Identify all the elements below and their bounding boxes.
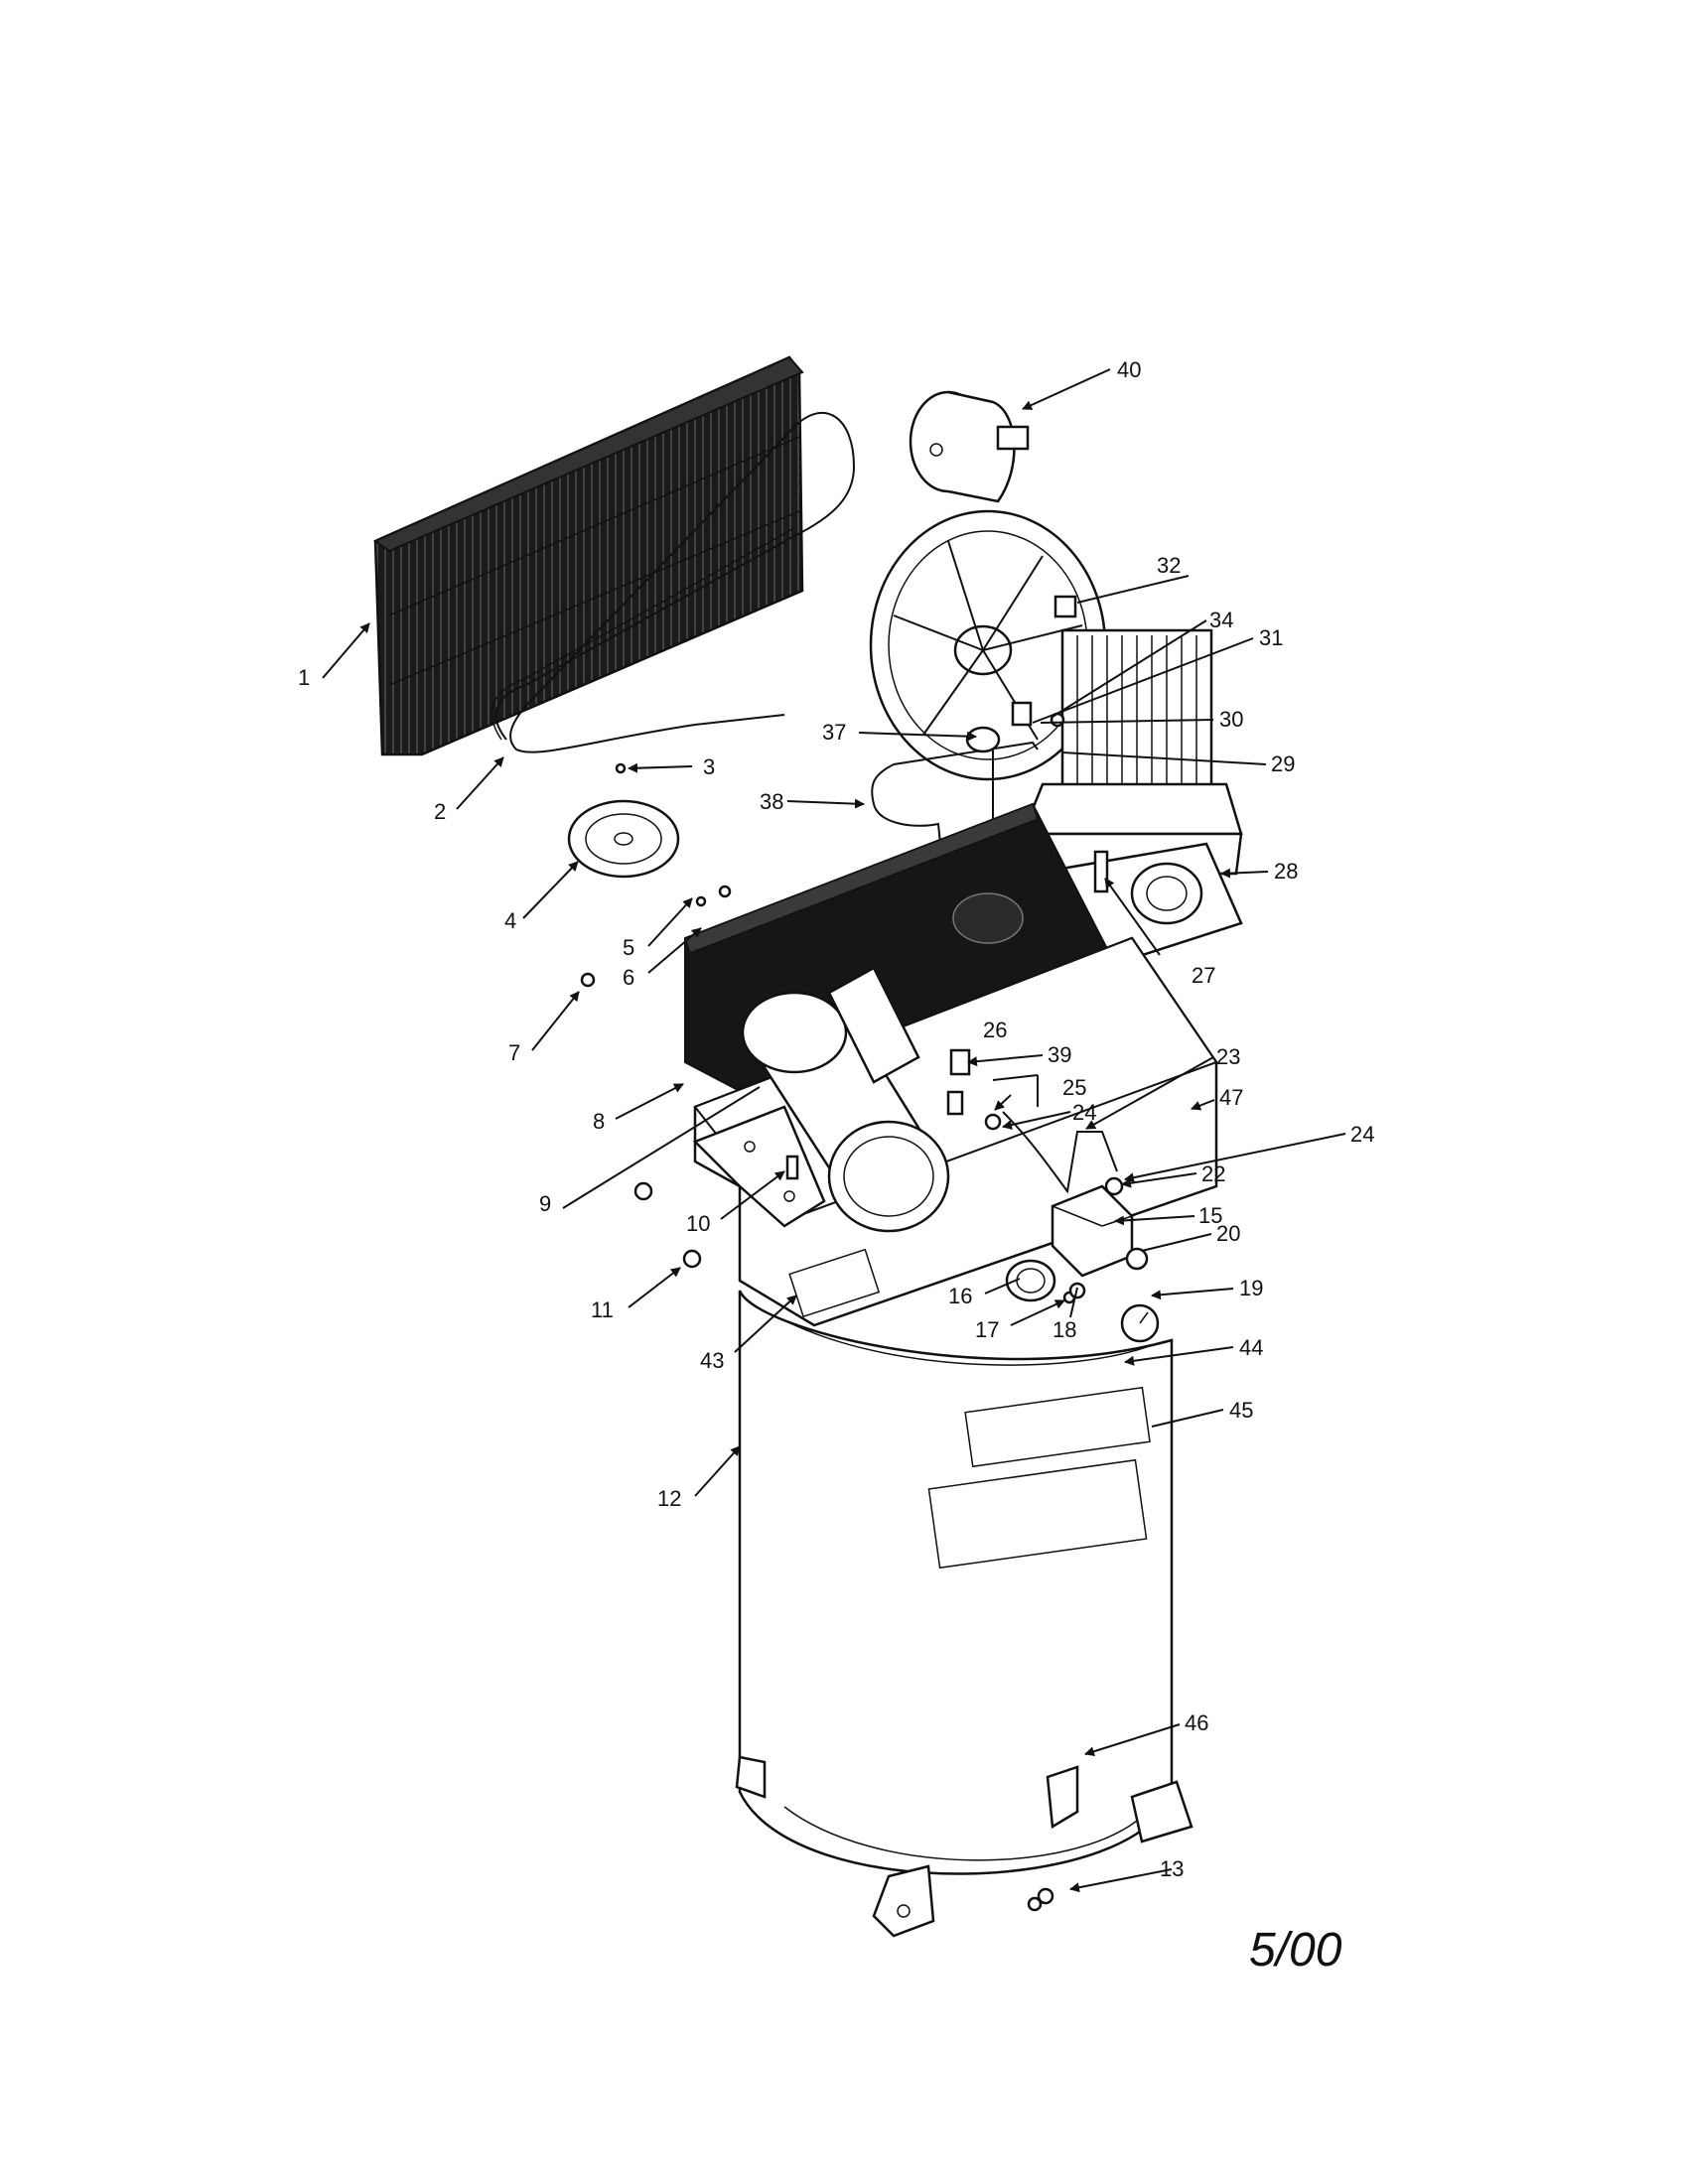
motor-pulley-part <box>567 799 680 879</box>
callout-45: 45 <box>1229 1398 1253 1423</box>
callout-16: 16 <box>948 1284 972 1308</box>
callout-38: 38 <box>760 789 783 814</box>
callout-20: 20 <box>1216 1221 1240 1246</box>
callout-27: 27 <box>1192 963 1215 988</box>
date-stamp: 5/00 <box>1249 1924 1342 1977</box>
callout-24-upper: 24 <box>1072 1100 1096 1125</box>
callout-29: 29 <box>1271 751 1295 776</box>
callout-10: 10 <box>686 1211 710 1236</box>
callout-19: 19 <box>1239 1276 1263 1300</box>
callout-17: 17 <box>975 1317 999 1342</box>
callout-25: 25 <box>1062 1075 1086 1100</box>
safety-valve-part <box>1125 1247 1149 1271</box>
callout-2: 2 <box>434 799 446 824</box>
bolt-10-part <box>785 1155 799 1180</box>
callout-18: 18 <box>1052 1317 1076 1342</box>
callout-40: 40 <box>1117 357 1141 382</box>
fitting-22-part <box>1104 1176 1124 1196</box>
screw-6-part <box>718 885 732 898</box>
callout-3: 3 <box>703 754 715 779</box>
callout-6: 6 <box>623 965 634 990</box>
screw-7-part <box>580 972 596 988</box>
nut-11a-part <box>633 1181 653 1201</box>
callout-26: 26 <box>983 1018 1007 1042</box>
callout-31: 31 <box>1259 625 1283 650</box>
air-filter-part <box>909 390 1030 503</box>
callout-47: 47 <box>1219 1085 1243 1110</box>
callout-9: 9 <box>539 1191 551 1216</box>
callout-7: 7 <box>508 1040 520 1065</box>
callout-12: 12 <box>657 1486 681 1511</box>
motor-bracket-part <box>692 1105 826 1228</box>
callout-30: 30 <box>1219 707 1243 732</box>
callout-15: 15 <box>1198 1203 1222 1228</box>
belt-guard-part <box>372 355 804 756</box>
regulator-part <box>1005 1259 1056 1302</box>
tank-part <box>738 1290 1174 1875</box>
leader-lines <box>322 368 1346 1893</box>
fitting-25-part <box>946 1090 964 1116</box>
fitting-24-part <box>984 1113 1002 1131</box>
tank-foot-front <box>872 1864 935 1938</box>
callout-37: 37 <box>822 720 846 745</box>
callout-labels: 1 2 3 4 5 6 7 8 9 10 11 12 13 15 16 17 1… <box>298 357 1374 1881</box>
screw-5-part <box>695 895 707 907</box>
callout-5: 5 <box>623 935 634 960</box>
pressure-gauge-part <box>1120 1303 1160 1343</box>
callout-39: 39 <box>1048 1042 1071 1067</box>
tubing-part <box>1002 1111 1118 1194</box>
nut-11b-part <box>682 1249 702 1269</box>
callout-1: 1 <box>298 665 310 690</box>
motor-part <box>741 966 950 1233</box>
drain-valve-part <box>1027 1887 1054 1912</box>
callout-43: 43 <box>700 1348 724 1373</box>
fitting-39-part <box>949 1048 971 1076</box>
callout-22: 22 <box>1201 1161 1225 1186</box>
bolt-27-part <box>1093 850 1109 893</box>
callout-11: 11 <box>591 1297 614 1322</box>
callout-46: 46 <box>1185 1710 1208 1735</box>
v-belt-part <box>491 411 856 753</box>
discharge-tube-part <box>871 726 1039 1004</box>
callout-34: 34 <box>1209 608 1233 632</box>
callout-4: 4 <box>504 908 516 933</box>
key-part <box>615 762 627 774</box>
callout-23: 23 <box>1216 1044 1240 1069</box>
callout-44: 44 <box>1239 1335 1263 1360</box>
tank-foot-left <box>735 1755 767 1799</box>
callout-8: 8 <box>593 1109 605 1134</box>
tank-foot-right <box>1130 1780 1193 1843</box>
callout-13: 13 <box>1160 1856 1184 1881</box>
flywheel-part <box>869 509 1107 781</box>
callout-28: 28 <box>1274 859 1298 884</box>
pressure-switch-part <box>1051 1184 1134 1278</box>
callout-24-lower: 24 <box>1350 1122 1374 1147</box>
callout-32: 32 <box>1157 553 1181 578</box>
